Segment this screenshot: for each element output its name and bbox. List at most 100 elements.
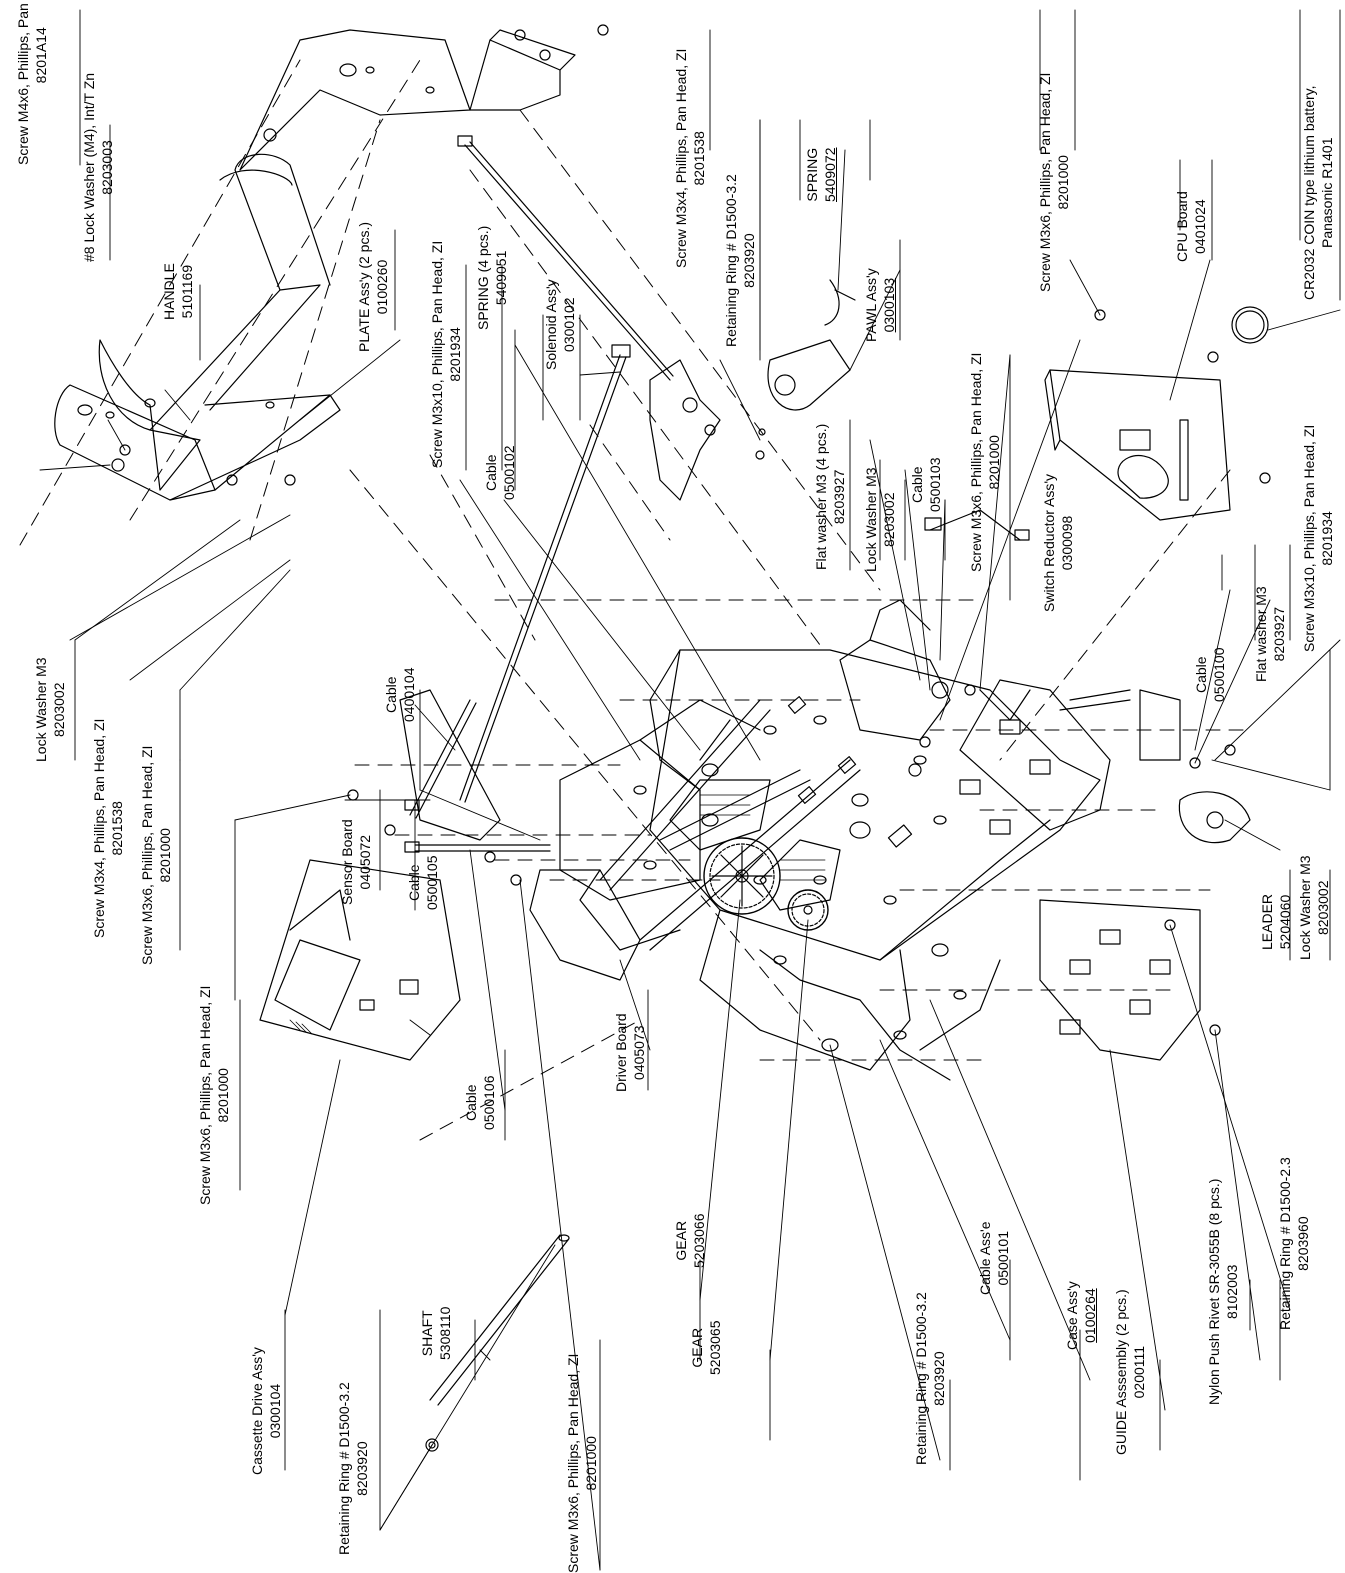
label-screw-m3x4-top: Screw M3x4, Phillips, Pan Head, ZI 82015… [672,49,708,268]
label-driver-board: Driver Board 0405073 [612,1013,648,1092]
label-screw-m3x6-mid: Screw M3x6, Phillips, Pan Head, ZI 82010… [967,353,1003,572]
label-name: Screw M3x6, Phillips, Pan Head, ZI [139,745,155,965]
label-name: Nylon Push Rivet SR-3055B (8 pcs.) [1206,1178,1222,1405]
label-part: 5409051 [493,250,509,306]
pawl-drawing [755,279,856,460]
label-name: SPRING (4 pcs.) [475,225,491,330]
label-guide-assembly: GUIDE Asssembly (2 pcs.) 0200111 [1112,1289,1148,1455]
label-flat-washer-right: Flat washer M3 8203927 [1252,586,1288,682]
label-cable-0500102: Cable 0500102 [482,445,518,500]
label-part: 5101169 [179,264,195,319]
label-part: 0500102 [501,445,517,500]
label-screw-m3x6-left2: Screw M3x6, Phillips, Pan Head, ZI 82010… [196,986,232,1205]
label-part: 0500100 [1211,647,1227,702]
cpu-board-drawing [1044,306,1271,521]
label-name: Screw M3x6, Phillips, Pan Head, ZI [968,352,984,572]
label-name: PLATE Ass'y (2 pcs.) [356,221,372,352]
label-screw-m3x6-left: Screw M3x6, Phillips, Pan Head, ZI 82010… [138,746,174,965]
label-sensor-board: Sensor Board 0405072 [338,819,374,905]
label-part: 5203065 [707,1320,723,1375]
label-part: 0400104 [401,667,417,722]
label-name: Screw M3x4, Phillips, Pan Head, ZI [91,718,107,938]
label-name: Solenoid Ass'y [543,279,559,370]
label-spring-single: SPRING 5409072 [803,147,839,202]
label-name: Screw M3x10, Phillips, Pan Head, ZI [1301,424,1317,652]
label-retaining-ring-top: Retaining Ring # D1500-3.2 8203920 [722,174,758,347]
handle-assembly [54,24,609,501]
label-name: Screw M4x6, Phillips, Pan Head, ZI [15,0,31,165]
label-part: 8201000 [215,1068,231,1123]
label-name: Screw M3x6, Phillips, Pan Head, ZI [197,985,213,1205]
label-plate-assy: PLATE Ass'y (2 pcs.) 0100260 [355,222,391,352]
lower-guide-board [1039,899,1221,1061]
label-nylon-rivet: Nylon Push Rivet SR-3055B (8 pcs.) 81020… [1205,1179,1241,1405]
label-part: 8201934 [1319,511,1335,566]
label-cable-0500103: Cable 0500103 [908,457,944,512]
label-name: Cable [406,864,422,902]
label-part: 0405072 [357,834,373,890]
label-part: 8203920 [741,233,757,288]
label-name: Switch Reductor Ass'y [1041,473,1057,612]
driver-board-drawing [404,841,641,981]
label-part: 8203002 [51,682,67,737]
label-part: Panasonic R1401 [1319,137,1335,249]
gear-5203065-drawing [787,889,829,931]
label-name: #8 Lock Washer (M4), Int/T Zn [81,72,97,262]
label-name: Driver Board [613,1013,629,1092]
label-name: PAWL Ass'y [863,268,879,342]
label-name: Flat washer M3 [1253,586,1269,682]
label-part: 0100264 [1082,1288,1098,1343]
label-cable-0400104: Cable 0400104 [382,667,418,722]
label-part: 8203927 [1271,606,1287,662]
label-name: Cable Ass'e [977,1221,993,1296]
shaft-drawing [425,1234,570,1452]
label-lock-washer-left: Lock Washer M3 8203002 [32,657,68,762]
label-screw-m3x10-top: Screw M3x10, Phillips, Pan Head, ZI 8201… [428,241,464,468]
label-name: Cassette Drive Ass'y [249,1347,265,1475]
label-part: 8203920 [354,1441,370,1496]
label-case-assy: Case Ass'y 0100264 [1063,1281,1099,1350]
label-part: 0100260 [374,259,390,315]
label-part: 8203002 [1315,880,1331,935]
label-screw-m4x6: Screw M4x6, Phillips, Pan Head, ZI 8201A… [14,0,50,165]
label-part: 0500101 [995,1231,1011,1286]
label-name: Cable [483,454,499,492]
label-part: 8201A14 [33,27,49,84]
label-screw-m3x4-left: Screw M3x4, Phillips, Pan Head, ZI 82015… [90,719,126,938]
label-cable-asse: Cable Ass'e 0500101 [976,1222,1012,1296]
label-lock-washer-right: Lock Washer M3 8203002 [1296,855,1332,960]
right-guide-board [959,679,1251,844]
print-mechanism [669,779,841,911]
label-name: HANDLE [161,263,177,320]
label-part: 0300098 [1059,515,1075,571]
label-cassette-drive: Cassette Drive Ass'y 0300104 [248,1347,284,1475]
label-name: SHAFT [419,1310,435,1357]
label-name: GEAR [673,1220,689,1261]
label-cpu-board: CPU Board 0401024 [1173,191,1209,262]
label-name: Screw M3x6, Phillips, Pan Head, ZI [565,1353,581,1573]
label-part: 8102003 [1224,1264,1240,1320]
label-name: GEAR [689,1327,705,1368]
label-solenoid-assy: Solenoid Ass'y 0300102 [542,279,578,370]
label-name: Screw M3x4, Phillips, Pan Head, ZI [673,48,689,268]
label-part: 5204060 [1277,894,1293,950]
label-spring-4pcs: SPRING (4 pcs.) 5409051 [474,226,510,330]
label-part: 0300104 [267,1383,283,1439]
label-name: Retaining Ring # D1500-3.2 [723,174,739,347]
label-cable-0500105: Cable 0500105 [405,855,441,910]
cassette-drive-drawing [259,859,461,1061]
label-name: Screw M3x6, Phillips, Pan Head, ZI [1037,72,1053,292]
label-part: 8201000 [1055,155,1071,210]
label-part: 0500106 [481,1075,497,1130]
label-name: Cable [1193,656,1209,694]
label-shaft: SHAFT 5308110 [418,1307,454,1360]
label-part: 0500105 [424,855,440,910]
label-part: 5308110 [437,1306,453,1360]
label-cable-0500106: Cable 0500106 [462,1075,498,1130]
label-name: Case Ass'y [1064,1281,1080,1350]
label-name: Cable [383,676,399,714]
label-name: CPU Board [1174,191,1190,262]
label-name: CR2032 COIN type lithium battery, [1301,85,1317,301]
